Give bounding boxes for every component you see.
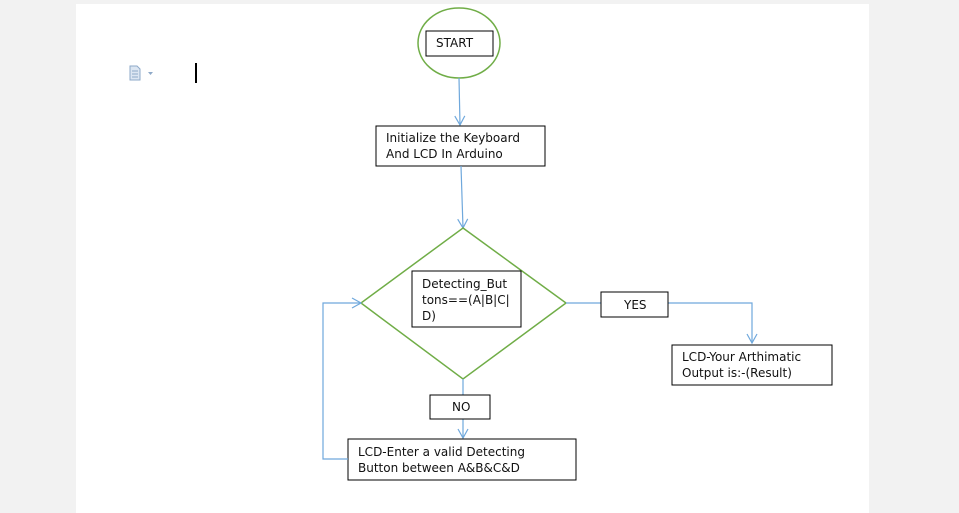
no-label-box: NO	[429, 394, 491, 420]
result-label-line-1: LCD-Your Arthimatic	[682, 350, 801, 364]
init-process-box[interactable]: Initialize the Keyboard And LCD In Ardui…	[375, 125, 546, 167]
init-label-line-1: Initialize the Keyboard	[386, 131, 520, 145]
init-label-line-2: And LCD In Arduino	[386, 147, 503, 161]
error-label-line-2: Button between A&B&C&D	[358, 461, 520, 475]
decision-label-line-1: Detecting_But	[422, 277, 507, 291]
document-icon	[129, 65, 141, 81]
arrow-loop-back-to-decision	[322, 297, 363, 460]
error-label-line-1: LCD-Enter a valid Detecting	[358, 445, 525, 459]
result-output-box[interactable]: LCD-Your Arthimatic Output is:-(Result)	[671, 344, 833, 386]
yes-label: YES	[623, 298, 647, 312]
no-label: NO	[452, 400, 470, 414]
decision-label-line-2: tons==(A|B|C|	[422, 293, 510, 307]
start-label: START	[436, 36, 474, 50]
start-node[interactable]: START	[417, 7, 501, 79]
decision-node[interactable]: Detecting_But tons==(A|B|C| D)	[359, 227, 568, 380]
document-options-button[interactable]	[129, 65, 155, 81]
arrow-start-to-init	[454, 77, 466, 127]
chevron-down-icon	[148, 72, 153, 75]
yes-label-box: YES	[600, 291, 669, 318]
arrow-init-to-decision	[457, 165, 469, 230]
decision-label-line-3: D)	[422, 309, 436, 323]
result-label-line-2: Output is:-(Result)	[682, 366, 792, 380]
text-cursor	[195, 63, 197, 83]
error-message-box[interactable]: LCD-Enter a valid Detecting Button betwe…	[347, 438, 577, 481]
